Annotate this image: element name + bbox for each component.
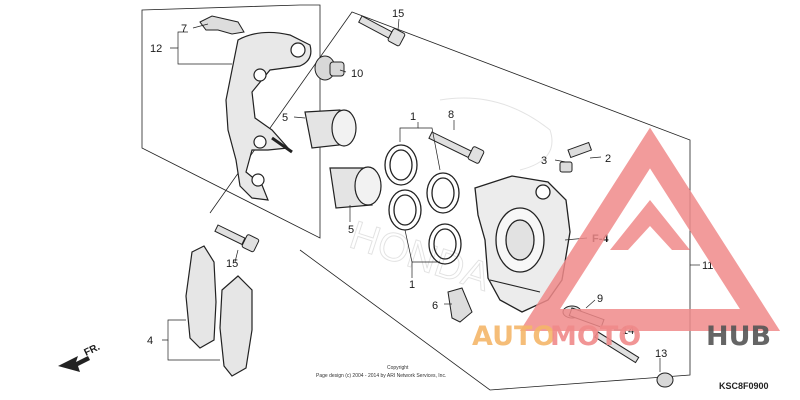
callout-3: 3	[541, 155, 547, 167]
brake-pad-outer	[185, 245, 217, 349]
bleeder-valve	[559, 141, 593, 173]
pin-bolt	[428, 131, 485, 164]
pad-spring-clip	[199, 15, 245, 35]
callout-labels: 1 1 2 3 4 5 5 6 7 8 9 10 11 12 13 14 15 …	[147, 8, 713, 360]
callout-10: 10	[351, 68, 363, 80]
callout-6: 6	[432, 300, 438, 312]
pad-retainer	[447, 287, 473, 323]
copyright-line-1: Copyright	[387, 365, 409, 371]
caliper-bracket	[225, 31, 312, 201]
bolt-top	[358, 15, 406, 47]
pad-pin	[594, 331, 640, 364]
callout-8: 8	[448, 109, 454, 121]
front-label: FR.	[82, 342, 101, 359]
watermark-logo: AUTO MOTO HUB	[472, 127, 781, 352]
caliper-box	[209, 11, 691, 391]
svg-text:HONDA: HONDA	[345, 213, 496, 300]
caliper-body	[474, 175, 571, 313]
pin-plug	[656, 372, 674, 388]
callout-13: 13	[655, 348, 667, 360]
callout-1a: 1	[410, 111, 416, 123]
copyright-line-2: Page design (c) 2004 - 2014 by ARI Netwo…	[316, 373, 446, 379]
brake-pad-inner	[219, 275, 253, 377]
callout-4: 4	[147, 335, 153, 347]
leader-lines	[162, 18, 700, 372]
piston-lower	[329, 166, 382, 209]
piston-seals	[384, 144, 462, 265]
front-direction-indicator: FR.	[58, 342, 102, 372]
callout-2: 2	[605, 153, 611, 165]
callout-7: 7	[181, 23, 187, 35]
callout-5a: 5	[282, 112, 288, 124]
front-arrow-icon	[58, 356, 90, 372]
watermark-text-hub: HUB	[706, 321, 771, 352]
diagram-code: KSC8F0900	[719, 381, 769, 391]
callout-15b: 15	[226, 258, 238, 270]
callout-1b: 1	[409, 279, 415, 291]
callout-9: 9	[597, 293, 603, 305]
watermark-triangle-icon	[519, 127, 781, 331]
watermark-text-moto: MOTO	[550, 321, 641, 352]
bolt-lower	[214, 224, 260, 253]
callout-12: 12	[150, 43, 162, 55]
piston-upper	[304, 109, 357, 149]
rubber-boot	[314, 55, 345, 81]
callout-15a: 15	[392, 8, 404, 20]
callout-11: 11	[702, 260, 713, 272]
watermark-text-auto: AUTO	[472, 321, 555, 352]
callout-5b: 5	[348, 224, 354, 236]
